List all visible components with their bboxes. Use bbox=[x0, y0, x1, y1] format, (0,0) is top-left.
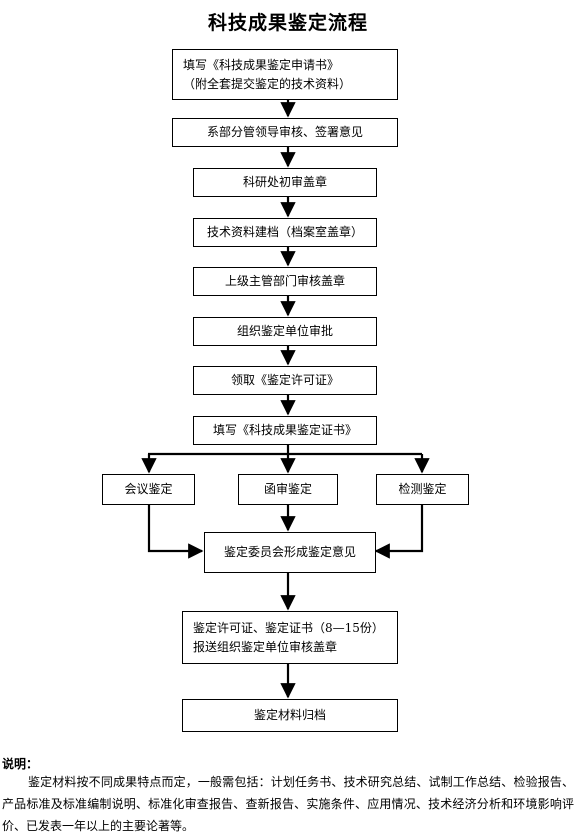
step-organizer-approval: 组织鉴定单位审批 bbox=[193, 317, 377, 346]
step-text: 系部分管领导审核、签署意见 bbox=[207, 123, 363, 142]
step-submit-documents: 鉴定许可证、鉴定证书（8—15份） 报送组织鉴定单位审核盖章 bbox=[182, 611, 398, 664]
step-text: 鉴定许可证、鉴定证书（8—15份） 报送组织鉴定单位审核盖章 bbox=[193, 619, 397, 657]
arrow-b3-s9 bbox=[374, 505, 424, 559]
step-text: 鉴定材料归档 bbox=[254, 706, 326, 725]
step-line: 系部分管领导审核、签署意见 bbox=[206, 125, 363, 139]
step-line: 上级主管部门审核盖章 bbox=[224, 274, 345, 288]
step-text: 鉴定委员会形成鉴定意见 bbox=[224, 543, 356, 562]
step-fill-certificate: 填写《科技成果鉴定证书》 bbox=[193, 416, 377, 445]
step-line: 科研处初审盖章 bbox=[242, 175, 327, 189]
step-line: 领取《鉴定许可证》 bbox=[230, 373, 339, 387]
step-text: 领取《鉴定许可证》 bbox=[231, 371, 339, 390]
step-line: 检测鉴定 bbox=[398, 482, 447, 496]
step-line: 组织鉴定单位审批 bbox=[236, 324, 333, 338]
arrow-b1-s9 bbox=[147, 505, 204, 559]
step-text: 技术资料建档（档案室盖章） bbox=[207, 223, 363, 242]
branch-letter-appraisal: 函审鉴定 bbox=[238, 474, 338, 505]
step-superior-review: 上级主管部门审核盖章 bbox=[193, 267, 377, 296]
step-text: 科研处初审盖章 bbox=[243, 173, 327, 192]
step-committee-opinion: 鉴定委员会形成鉴定意见 bbox=[204, 532, 376, 573]
note-label: 说明： bbox=[2, 757, 39, 771]
branch-test-appraisal: 检测鉴定 bbox=[376, 474, 469, 505]
step-text: 检测鉴定 bbox=[398, 480, 446, 499]
step-line: 会议鉴定 bbox=[124, 482, 173, 496]
step-line: 报送组织鉴定单位审核盖章 bbox=[193, 640, 338, 654]
step-line: 填写《科技成果鉴定申请书》 bbox=[183, 58, 340, 72]
step-text: 组织鉴定单位审批 bbox=[237, 322, 333, 341]
step-line: 函审鉴定 bbox=[263, 482, 312, 496]
page-title: 科技成果鉴定流程 bbox=[207, 12, 368, 34]
step-text: 填写《科技成果鉴定申请书》 （附全套提交鉴定的技术资料） bbox=[183, 56, 397, 94]
step-line: （附全套提交鉴定的技术资料） bbox=[183, 77, 352, 91]
step-department-review: 系部分管领导审核、签署意见 bbox=[172, 118, 398, 147]
step-text: 会议鉴定 bbox=[124, 480, 172, 499]
step-line: 鉴定委员会形成鉴定意见 bbox=[223, 545, 356, 559]
step-apply-form: 填写《科技成果鉴定申请书》 （附全套提交鉴定的技术资料） bbox=[172, 49, 398, 100]
branch-meeting-appraisal: 会议鉴定 bbox=[102, 474, 195, 505]
step-line: 填写《科技成果鉴定证书》 bbox=[212, 423, 357, 437]
step-text: 函审鉴定 bbox=[264, 480, 312, 499]
step-archive-filing: 技术资料建档（档案室盖章） bbox=[193, 218, 377, 247]
step-line: 鉴定许可证、鉴定证书（8—15份） bbox=[193, 621, 384, 635]
note-text: 鉴定材料按不同成果特点而定，一般需包括：计划任务书、技术研究总结、试制工作总结、… bbox=[2, 775, 574, 833]
step-get-permit: 领取《鉴定许可证》 bbox=[193, 366, 377, 395]
step-research-office: 科研处初审盖章 bbox=[193, 168, 377, 197]
step-line: 技术资料建档（档案室盖章） bbox=[206, 225, 363, 239]
step-line: 鉴定材料归档 bbox=[253, 708, 326, 722]
step-text: 填写《科技成果鉴定证书》 bbox=[213, 421, 357, 440]
step-archive-materials: 鉴定材料归档 bbox=[182, 699, 398, 732]
step-text: 上级主管部门审核盖章 bbox=[225, 272, 345, 291]
